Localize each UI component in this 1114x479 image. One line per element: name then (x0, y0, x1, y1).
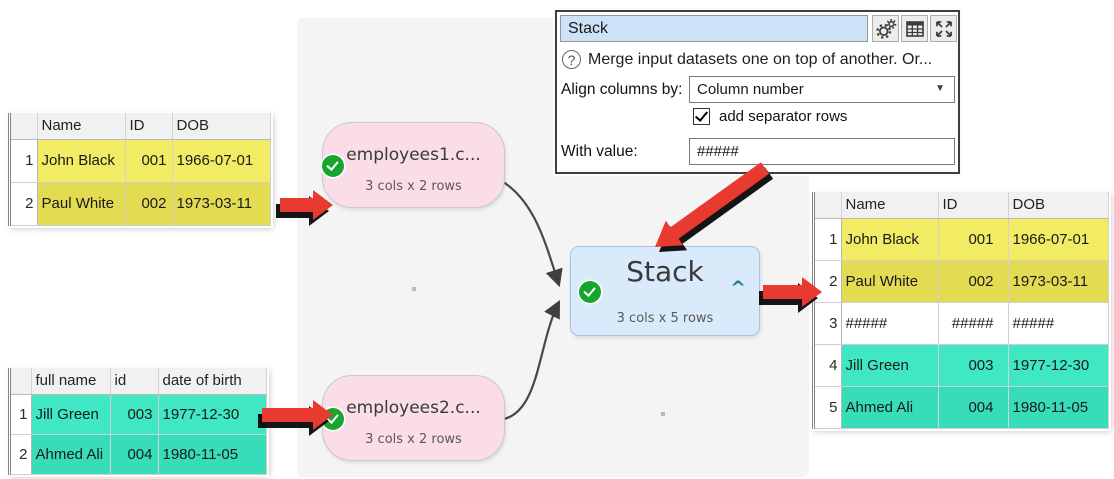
node-employees2-size: 3 cols x 2 rows (365, 432, 462, 447)
row-number: 1 (11, 394, 32, 435)
corner-header-cell (11, 368, 32, 395)
node-stack[interactable]: Stack ^ 3 cols x 5 rows (570, 246, 760, 336)
node-employees1-label: employees1.c... (346, 145, 481, 165)
table-cell: ##### (938, 302, 1009, 345)
table-cell: Ahmed Ali (31, 434, 111, 475)
with-value-label: With value: (561, 143, 638, 160)
column-header: date of birth (158, 368, 267, 395)
row-number: 5 (815, 386, 842, 429)
column-header: full name (31, 368, 111, 395)
table-row-separator: 3 ##### ##### ##### (815, 302, 1109, 345)
chevron-down-icon: ▼ (935, 83, 945, 94)
corner-header-cell (11, 113, 38, 140)
align-columns-select[interactable]: Column number ▼ (689, 76, 955, 103)
corner-header-cell (815, 192, 842, 219)
output-table: Name ID DOB 1 John Black 001 1966-07-01 … (812, 192, 1109, 429)
table-cell: Jill Green (31, 394, 111, 435)
check-icon (579, 281, 601, 303)
table-cell: 004 (110, 434, 159, 475)
collapse-caret[interactable]: ^ (730, 277, 746, 299)
table-cell: 001 (125, 139, 173, 183)
column-header: id (110, 368, 159, 395)
transform-name-input[interactable] (560, 15, 868, 42)
stack-settings-panel: ? Merge input datasets one on top of ano… (555, 10, 960, 174)
table-cell: 1977-12-30 (1008, 344, 1109, 387)
table-cell: 004 (938, 386, 1009, 429)
gear-icon (875, 18, 896, 39)
row-number: 2 (11, 182, 38, 226)
input2-table: full name id date of birth 1 Jill Green … (8, 368, 267, 475)
table-cell: 1977-12-30 (158, 394, 267, 435)
table-row: 1 John Black 001 1966-07-01 (11, 139, 271, 183)
add-separator-rows-checkbox[interactable] (693, 108, 710, 125)
table-row: 5 Ahmed Ali 004 1980-11-05 (815, 386, 1109, 429)
table-cell: John Black (841, 218, 939, 261)
table-cell: 002 (938, 260, 1009, 303)
expand-icon (935, 20, 952, 37)
help-row: ? Merge input datasets one on top of ano… (562, 50, 932, 69)
row-number: 3 (815, 302, 842, 345)
align-columns-value: Column number (697, 81, 804, 98)
table-cell: Ahmed Ali (841, 386, 939, 429)
row-number: 2 (11, 434, 32, 475)
node-stack-label: Stack (626, 255, 704, 288)
check-icon (322, 155, 344, 177)
table-cell: Paul White (37, 182, 126, 226)
table-cell: 1966-07-01 (172, 139, 271, 183)
node-employees1-size: 3 cols x 2 rows (365, 179, 462, 194)
table-cell: 1980-11-05 (1008, 386, 1109, 429)
table-cell: 1973-03-11 (172, 182, 271, 226)
grid-view-button[interactable] (901, 15, 928, 42)
column-header: Name (841, 192, 939, 219)
column-header: ID (125, 113, 173, 140)
table-cell: 1966-07-01 (1008, 218, 1109, 261)
row-number: 2 (815, 260, 842, 303)
table-cell: 1973-03-11 (1008, 260, 1109, 303)
canvas-grid-dot (661, 412, 665, 416)
column-header: Name (37, 113, 126, 140)
table-row: 2 Ahmed Ali 004 1980-11-05 (11, 434, 267, 475)
node-employees1[interactable]: employees1.c... 3 cols x 2 rows (322, 122, 505, 208)
add-separator-rows-label: add separator rows (719, 108, 848, 125)
table-cell: Jill Green (841, 344, 939, 387)
table-cell: 002 (125, 182, 173, 226)
align-columns-label: Align columns by: (561, 81, 683, 98)
transform-description: Merge input datasets one on top of anoth… (588, 50, 933, 68)
table-cell: ##### (841, 302, 939, 345)
question-icon[interactable]: ? (562, 50, 581, 69)
table-row: 2 Paul White 002 1973-03-11 (815, 260, 1109, 303)
table-row: 2 Paul White 002 1973-03-11 (11, 182, 271, 226)
table-cell: ##### (1008, 302, 1109, 345)
input1-table: Name ID DOB 1 John Black 001 1966-07-01 … (8, 113, 271, 226)
node-stack-size: 3 cols x 5 rows (616, 311, 714, 326)
table-cell: Paul White (841, 260, 939, 303)
row-number: 4 (815, 344, 842, 387)
table-cell: John Black (37, 139, 126, 183)
table-cell: 003 (110, 394, 159, 435)
table-cell: 1980-11-05 (158, 434, 267, 475)
column-header: DOB (1008, 192, 1109, 219)
row-number: 1 (11, 139, 38, 183)
table-row: 1 John Black 001 1966-07-01 (815, 218, 1109, 261)
node-employees2[interactable]: employees2.c... 3 cols x 2 rows (322, 375, 505, 461)
node-employees2-label: employees2.c... (346, 398, 481, 418)
with-value-input[interactable] (689, 138, 955, 165)
canvas-grid-dot (412, 287, 416, 291)
settings-button[interactable] (872, 15, 899, 42)
table-cell: 001 (938, 218, 1009, 261)
table-row: 1 Jill Green 003 1977-12-30 (11, 394, 267, 435)
row-number: 1 (815, 218, 842, 261)
fullscreen-button[interactable] (930, 15, 957, 42)
column-header: DOB (172, 113, 271, 140)
table-row: 4 Jill Green 003 1977-12-30 (815, 344, 1109, 387)
column-header: ID (938, 192, 1009, 219)
table-cell: 003 (938, 344, 1009, 387)
table-icon (905, 20, 924, 37)
